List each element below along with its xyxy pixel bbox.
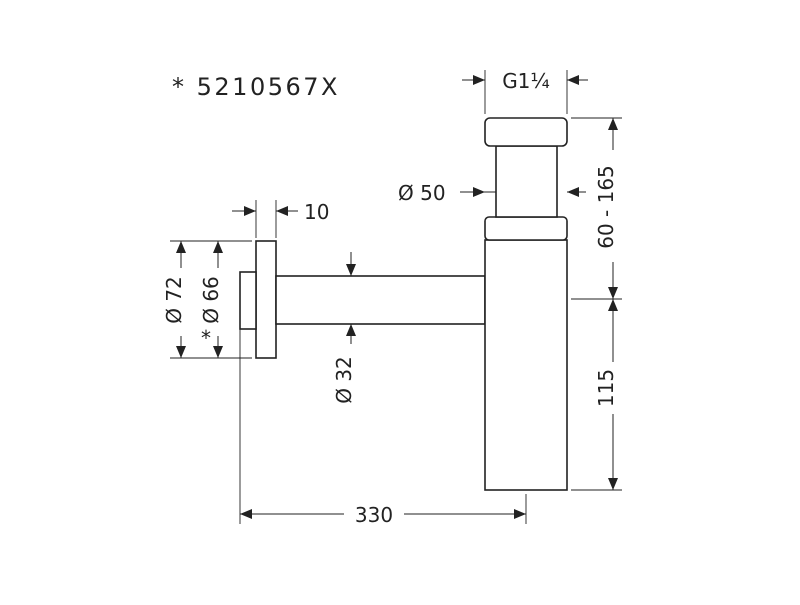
trap-diameter-label: Ø 50 bbox=[398, 181, 446, 205]
flange-inner-marker: * bbox=[201, 326, 211, 350]
flange-thickness-dimension: 10 bbox=[232, 200, 329, 238]
pipe-diameter-label: Ø 32 bbox=[332, 356, 356, 404]
upper-height-label: 60 - 165 bbox=[594, 165, 618, 249]
wall-flange-rosette bbox=[239, 271, 257, 330]
lower-height-label: 115 bbox=[594, 369, 618, 407]
lower-height-dimension: 115 bbox=[571, 299, 624, 491]
trap-diameter-dimension: Ø 50 bbox=[398, 181, 586, 205]
thread-label: G1¼ bbox=[502, 69, 550, 93]
flange-outer-diameter-label: Ø 72 bbox=[162, 276, 186, 324]
thread-dimension: G1¼ bbox=[462, 69, 588, 114]
flange-inner-diameter-label: Ø 66 bbox=[199, 276, 223, 324]
flange-thickness-label: 10 bbox=[304, 200, 329, 224]
part-code-label: * 5210567X bbox=[172, 73, 340, 101]
horizontal-length-label: 330 bbox=[355, 503, 393, 527]
trap-collar bbox=[484, 216, 568, 241]
flange-outer-diameter-dimension: Ø 72 bbox=[162, 240, 252, 359]
trap-body bbox=[484, 239, 568, 491]
horizontal-length-dimension: 330 bbox=[239, 329, 527, 527]
top-nut bbox=[484, 117, 568, 147]
wall-flange bbox=[255, 240, 277, 359]
pipe-diameter-dimension: Ø 32 bbox=[332, 252, 356, 404]
trap-neck bbox=[495, 145, 558, 218]
bottle-trap-body bbox=[239, 117, 568, 491]
flange-inner-diameter-dimension: Ø 66 * bbox=[199, 241, 229, 358]
upper-height-dimension: 60 - 165 bbox=[571, 117, 624, 300]
horizontal-pipe bbox=[275, 275, 486, 325]
